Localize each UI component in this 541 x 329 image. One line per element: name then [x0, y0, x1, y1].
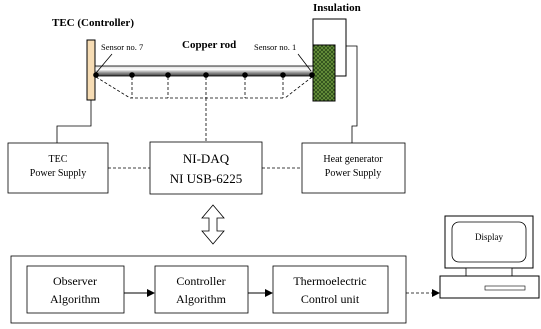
thermoelectric-line1: Thermoelectric — [293, 274, 366, 288]
observer-line1: Observer — [53, 274, 97, 288]
tec-plate — [86, 39, 96, 101]
thermoelectric-box — [272, 265, 389, 314]
display-label: Display — [475, 232, 503, 242]
tec-power-supply-line2: Power Supply — [30, 168, 86, 179]
observer-line2: Algorithm — [50, 292, 101, 306]
insulation-label: Insulation — [313, 2, 361, 14]
computer: Display — [439, 215, 540, 299]
controller-to-thermoelectric-arrowhead — [265, 289, 273, 297]
container-to-computer-arrowhead — [432, 289, 440, 297]
sensor-7-pointer — [95, 53, 113, 74]
sensor-2-dot — [280, 72, 286, 78]
tec-power-wire — [56, 100, 92, 143]
sensor-7-label: Sensor no. 7 — [101, 42, 143, 52]
controller-line1: Controller — [176, 274, 225, 288]
copper-rod-label: Copper rod — [182, 39, 236, 51]
controller-line2: Algorithm — [176, 292, 227, 306]
drive-slot — [484, 285, 526, 291]
sensor-7-dot — [93, 72, 99, 78]
monitor-screen — [451, 221, 527, 263]
heat-generator-box — [301, 142, 406, 194]
sensor-5-dot — [165, 72, 171, 78]
observer-box — [26, 265, 125, 314]
sensor-3-dot — [242, 72, 248, 78]
daq-line1: NI-DAQ — [183, 151, 230, 166]
heat-generator-line2: Power Supply — [325, 168, 381, 179]
controller-box — [154, 265, 249, 314]
daq-line2: NI USB-6225 — [170, 171, 243, 186]
insulation-block — [312, 44, 336, 102]
bidirectional-arrow — [201, 204, 225, 245]
heat-generator-line1: Heat generator — [323, 154, 383, 165]
sensor-6-dot — [129, 72, 135, 78]
sensor-1-pointer — [297, 53, 312, 72]
daq-box — [149, 141, 263, 195]
thermoelectric-line2: Control unit — [301, 292, 360, 306]
sensor-wiring — [95, 76, 313, 142]
heater-power-wire — [346, 45, 358, 143]
observer-to-controller-arrowhead — [147, 289, 155, 297]
tec-power-supply-line1: TEC — [49, 154, 68, 165]
monitor-stand — [465, 267, 513, 277]
sensor-4-dot — [203, 72, 209, 78]
sensor-1-dot — [309, 72, 315, 78]
tec-controller-label: TEC (Controller) — [52, 17, 134, 29]
sensor-1-label: Sensor no. 1 — [254, 42, 296, 52]
